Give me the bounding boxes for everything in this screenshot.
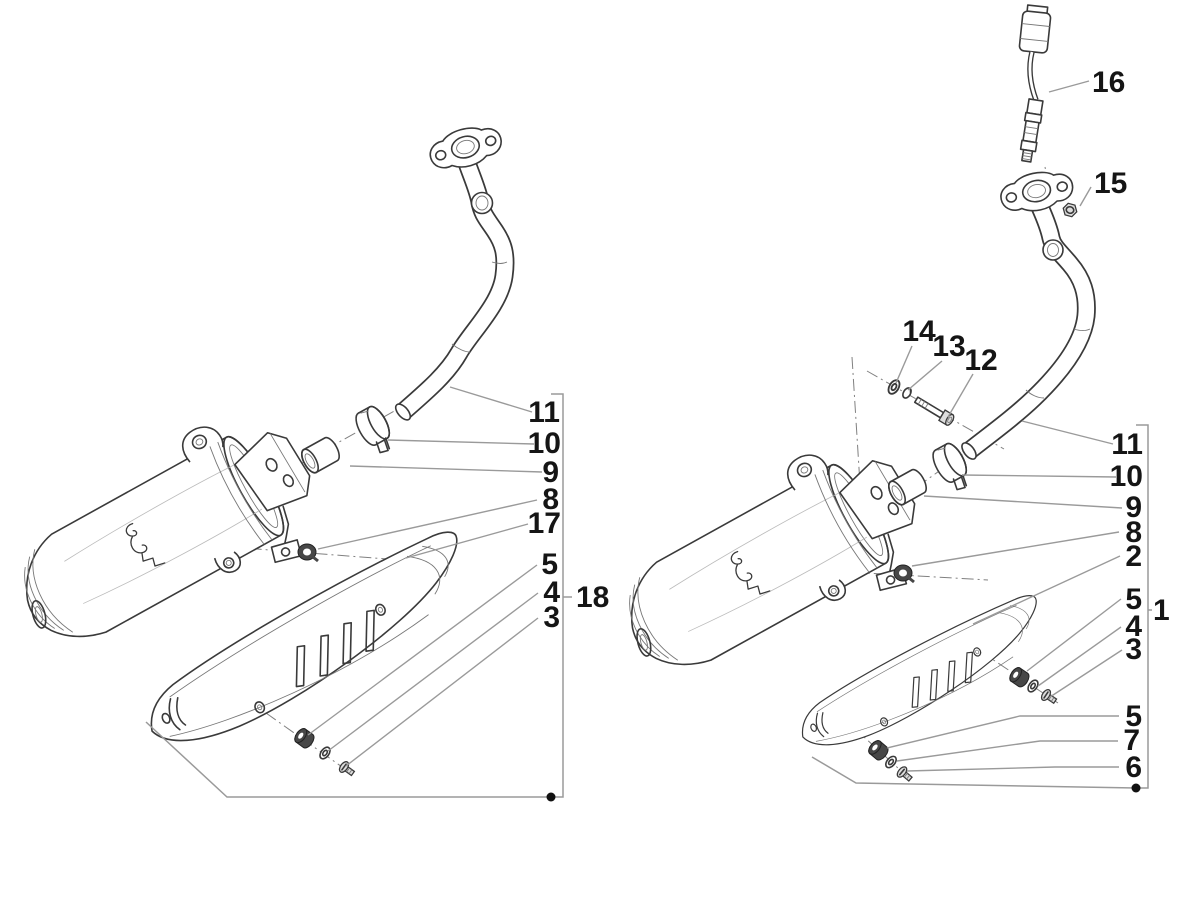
rubber-grommet [893,564,915,584]
group-bracket-left [145,393,572,802]
callout-label-right-6: 6 [1125,751,1142,784]
callout-label-left-17: 17 [528,507,561,540]
callout-label-right-14: 14 [902,315,936,348]
callout-label-right-4: 4 [1125,610,1142,643]
assembly-anchor-dot [1131,783,1141,793]
washer [317,744,333,762]
spacer-bushing [291,726,317,751]
callout-label-right-13: 13 [932,330,965,363]
rubber-grommet [297,543,319,563]
callout-label-right-5a: 5 [1125,583,1142,616]
pipe-flange [424,118,507,177]
callout-label-right-3: 3 [1125,633,1142,666]
callout-label-right-8: 8 [1125,516,1142,549]
callout-label-right-group-1: 1 [1153,594,1170,627]
callout-label-left-3: 3 [543,601,560,634]
assembly-anchor-dot [546,792,556,802]
left-assembly [0,118,515,780]
screw [1038,687,1060,707]
flange-nut [1062,202,1078,218]
callout-label-left-group-18: 18 [576,581,609,614]
callout-labels: 11 10 9 8 17 5 4 3 18 16 15 14 13 12 11 … [528,66,1170,784]
oxygen-sensor [1018,4,1052,163]
screw [336,759,358,780]
exhaust-pipe [394,156,515,421]
group-bracket-right [811,424,1152,793]
callout-label-right-16: 16 [1092,66,1125,99]
callout-label-right-15: 15 [1094,167,1127,200]
callout-label-right-5b: 5 [1125,700,1142,733]
callout-label-right-7: 7 [1123,724,1140,757]
callout-label-left-10: 10 [528,427,561,460]
callout-label-right-11: 11 [1111,428,1143,461]
callout-label-right-2: 2 [1125,540,1142,573]
right-assembly [593,4,1096,785]
callout-label-left-11: 11 [528,396,560,429]
leader-lines [307,80,1123,772]
oxygen-sensor-boss [1042,239,1064,261]
mounting-clamp [350,402,400,459]
callout-label-right-10: 10 [1110,460,1143,493]
exhaust-pipe [961,203,1096,460]
callout-label-right-12: 12 [964,344,997,377]
callout-label-left-5: 5 [541,548,558,581]
bolt-washer [885,377,903,397]
bolt [913,396,955,426]
callout-label-left-9: 9 [542,456,559,489]
oxygen-sensor-boss [470,191,494,215]
callout-label-right-9: 9 [1125,491,1142,524]
lock-washer [902,387,912,399]
spacer-bushing [1006,665,1032,690]
callout-label-left-4: 4 [543,576,560,609]
callout-label-left-8: 8 [542,483,559,516]
screw [894,764,916,785]
